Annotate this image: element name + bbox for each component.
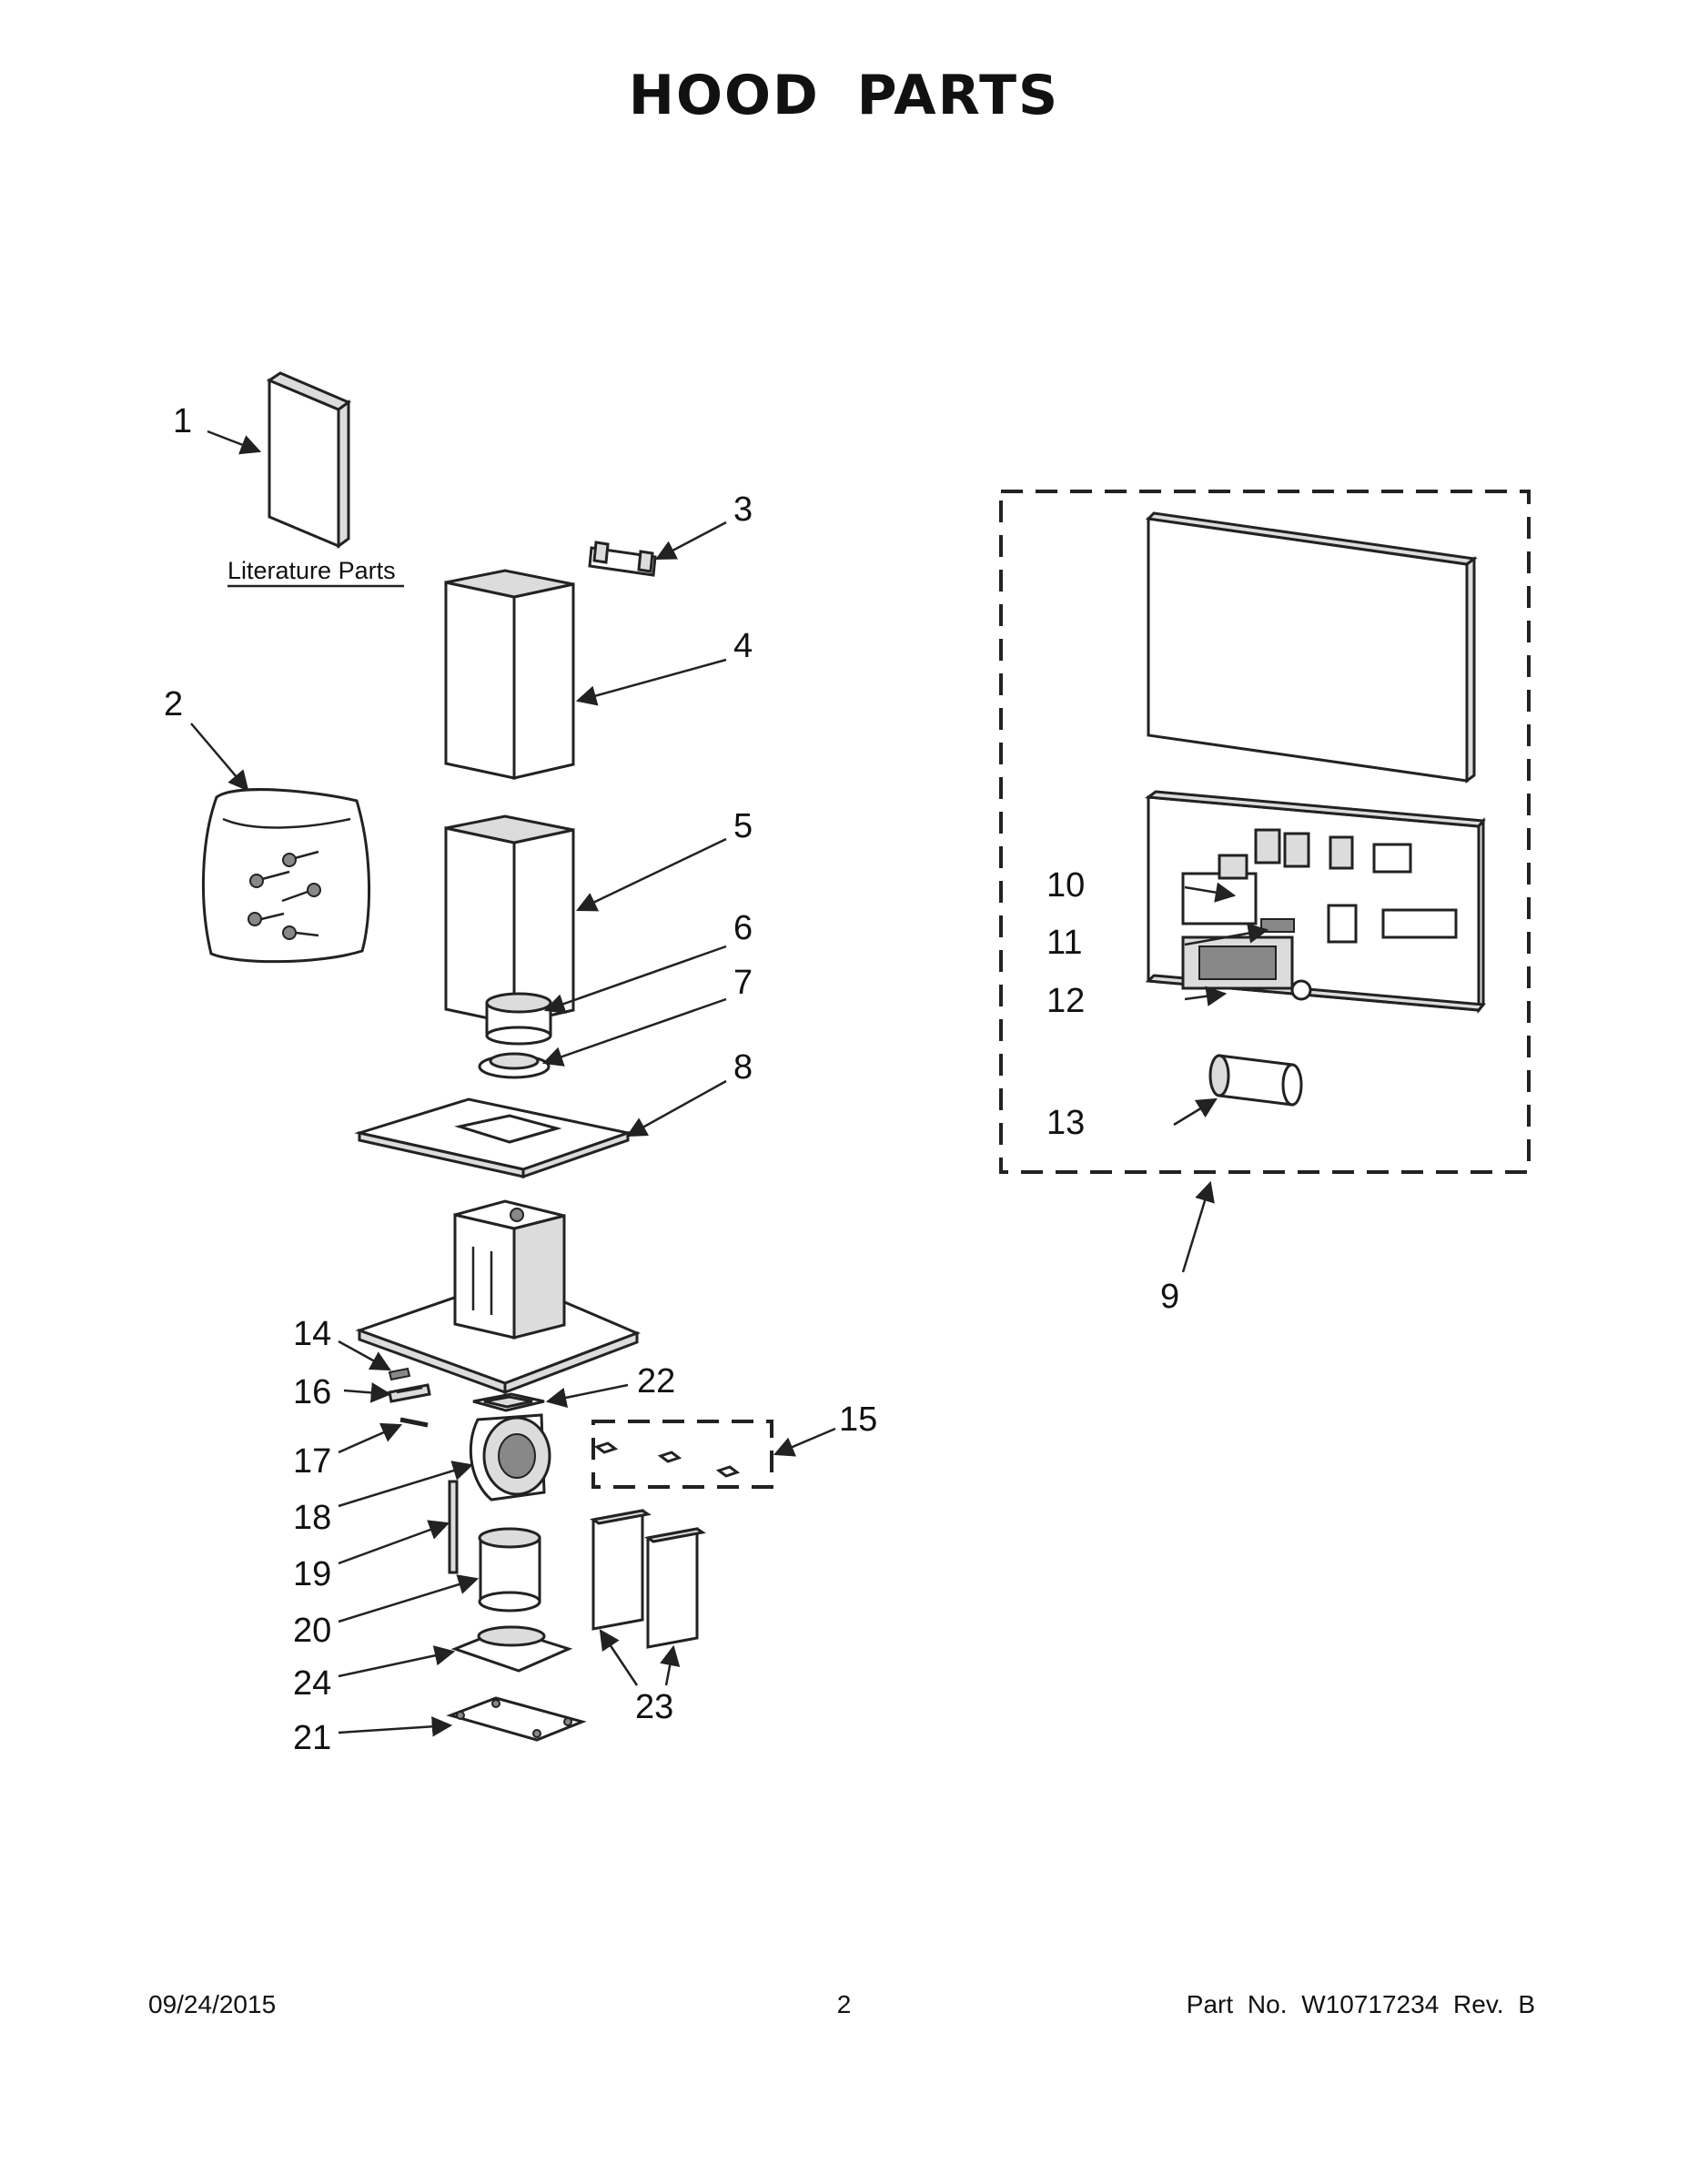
callout-17: 17 (293, 1442, 331, 1481)
leader-lines (190, 430, 1269, 1737)
group-box-15 (591, 1420, 773, 1489)
part-rod[interactable] (448, 1480, 459, 1574)
callout-13: 13 (1046, 1104, 1085, 1142)
part-filter-left[interactable] (590, 1509, 652, 1631)
hood-body (355, 1199, 642, 1395)
part-duct-ring[interactable] (478, 1052, 551, 1079)
callout-4: 4 (733, 627, 753, 665)
part-filter-right[interactable] (644, 1527, 706, 1649)
callout-23: 23 (635, 1688, 673, 1726)
callout-16: 16 (293, 1373, 331, 1411)
part-control-plate[interactable] (472, 1392, 545, 1412)
callout-1: 1 (173, 402, 192, 440)
part-transformer[interactable] (1181, 935, 1312, 1001)
callout-24: 24 (293, 1664, 331, 1703)
part-adapter-plate[interactable] (450, 1625, 573, 1673)
group-box-9 (999, 490, 1531, 1174)
part-capacitor[interactable] (1208, 1054, 1303, 1107)
callout-numbers: 1 2 3 4 5 6 7 8 9 10 11 12 13 14 15 16 1… (164, 402, 1179, 1757)
part-pads[interactable] (593, 1441, 741, 1478)
footer-date: 09/24/2015 (148, 1990, 277, 2018)
callout-14: 14 (293, 1315, 331, 1353)
part-control-panel[interactable] (1145, 511, 1478, 784)
part-hardware-bag[interactable] (201, 788, 371, 964)
part-light-bar[interactable] (388, 1383, 431, 1403)
callout-19: 19 (293, 1555, 331, 1593)
callout-9: 9 (1160, 1278, 1179, 1316)
part-damper-collar[interactable] (485, 992, 552, 1046)
callout-5: 5 (733, 807, 753, 845)
part-blower-motor[interactable] (469, 1413, 551, 1502)
callout-8: 8 (733, 1048, 753, 1087)
callout-6: 6 (733, 909, 753, 947)
part-top-plate[interactable] (354, 1097, 633, 1179)
callout-22: 22 (637, 1362, 675, 1400)
callout-18: 18 (293, 1499, 331, 1537)
callout-2: 2 (164, 685, 183, 723)
footer-part-number: Part No. W10717234 Rev. B (1186, 1990, 1535, 2018)
part-upper-chimney[interactable] (444, 569, 575, 780)
part-literature-booklet[interactable] (266, 371, 352, 549)
part-bottom-cover[interactable] (446, 1696, 587, 1742)
callout-3: 3 (733, 490, 753, 529)
part-pin[interactable] (399, 1417, 429, 1428)
part-lower-chimney[interactable] (444, 814, 575, 1026)
footer-page-number: 2 (836, 1990, 852, 2018)
callout-21: 21 (293, 1719, 331, 1757)
part-switch[interactable] (388, 1367, 411, 1381)
callout-20: 20 (293, 1612, 331, 1650)
callout-15: 15 (839, 1400, 877, 1439)
part-duct-section[interactable] (478, 1527, 541, 1613)
callout-12: 12 (1046, 982, 1085, 1020)
part-bracket[interactable] (588, 541, 657, 577)
callout-7: 7 (733, 964, 753, 1002)
page-title: HOOD PARTS (628, 64, 1060, 127)
callout-10: 10 (1046, 866, 1085, 905)
callout-11: 11 (1046, 924, 1082, 962)
literature-parts-label: Literature Parts (227, 557, 396, 584)
